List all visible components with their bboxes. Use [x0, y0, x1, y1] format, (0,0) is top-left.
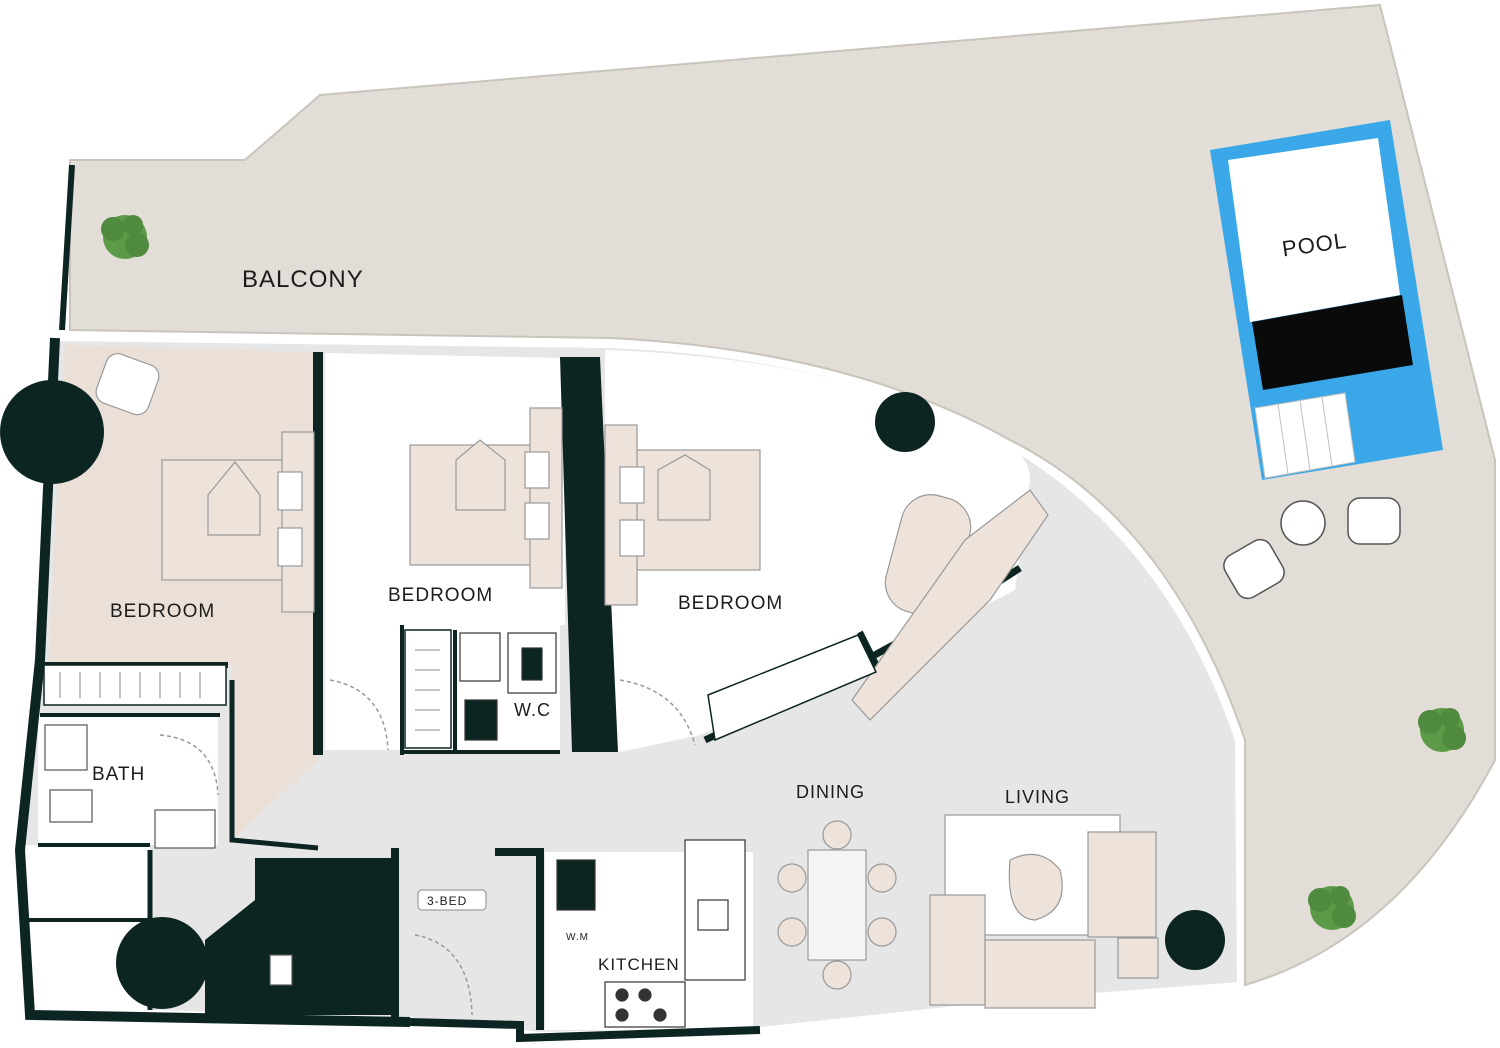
- bedroom-1-label: BEDROOM: [110, 601, 215, 622]
- dark-room: [205, 858, 392, 1015]
- column-icon: [875, 392, 935, 452]
- kitchen-fixtures: [556, 839, 746, 1028]
- balcony-area: [69, 3, 1496, 987]
- columns: [0, 380, 1225, 1009]
- wc-fixtures: [459, 632, 557, 741]
- kitchen-label: KITCHEN: [598, 955, 680, 974]
- doors: [159, 679, 696, 1016]
- column-icon: [1165, 910, 1225, 970]
- column-icon: [0, 380, 104, 484]
- central-wall: [560, 357, 618, 752]
- living-set: [929, 814, 1159, 1009]
- bath-label: BATH: [92, 764, 145, 785]
- terrace-furniture: [1223, 497, 1401, 600]
- plant-icon: [101, 215, 149, 259]
- dining-label: DINING: [796, 782, 865, 802]
- dining-set: [777, 820, 897, 990]
- plant-icon: [1418, 708, 1466, 752]
- bedroom-3-label: BEDROOM: [678, 593, 783, 614]
- bedroom-2-label: BEDROOM: [388, 585, 493, 606]
- column-icon: [116, 917, 208, 1009]
- pool: [1210, 120, 1443, 480]
- hangers: [59, 649, 440, 731]
- beds: [95, 353, 1049, 721]
- plant-icon: [1308, 886, 1356, 930]
- wc-label: W.C: [514, 700, 551, 720]
- bath-fixtures: [44, 724, 293, 986]
- wm-label: W.M: [566, 932, 589, 943]
- walls: [14, 164, 1022, 1043]
- unit-tag-box: [417, 889, 487, 911]
- plants: [101, 215, 1466, 930]
- living-label: LIVING: [1005, 787, 1070, 807]
- balcony-label: BALCONY: [242, 266, 364, 293]
- unit-tag: 3-BED: [427, 894, 467, 908]
